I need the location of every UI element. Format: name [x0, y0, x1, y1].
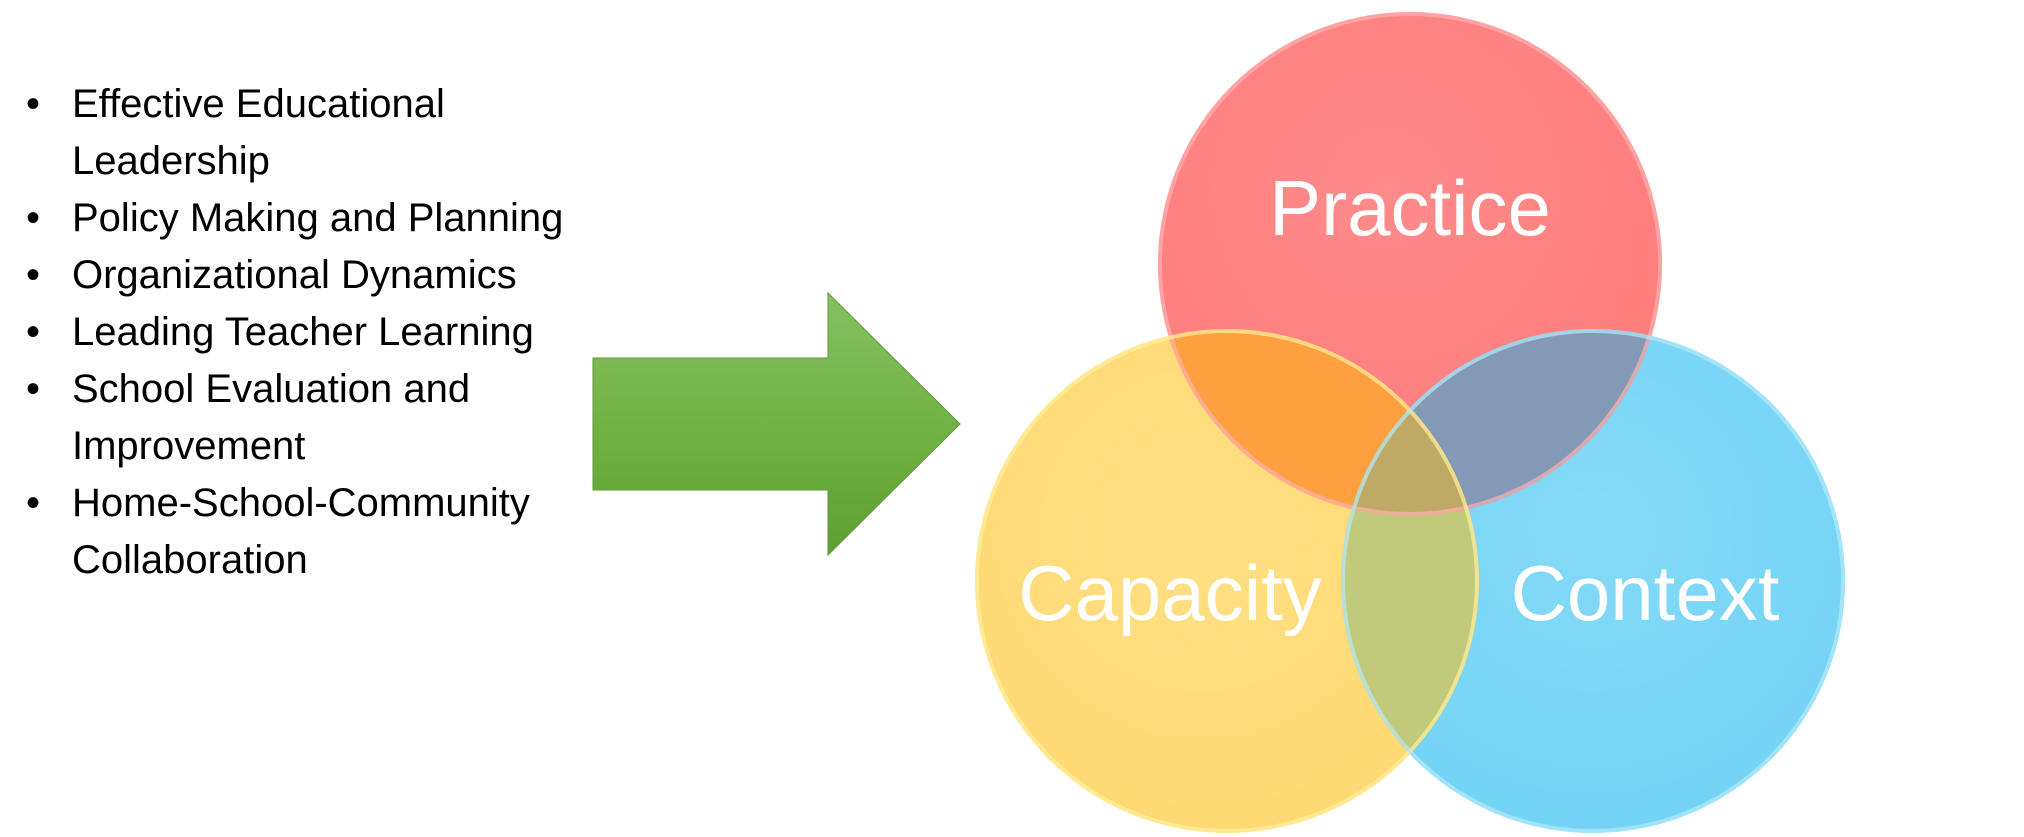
venn-overlap-practice-context [1341, 329, 1662, 516]
venn-overlap-practice-capacity [1158, 329, 1479, 516]
bullet-item: Effective Educational Leadership [26, 76, 586, 190]
venn-label-practice: Practice [1269, 164, 1551, 252]
bullet-item: Organizational Dynamics [26, 247, 586, 304]
bullet-list: Effective Educational Leadership Policy … [26, 76, 586, 589]
arrow-right-icon [592, 291, 961, 557]
bullet-item: School Evaluation and Improvement [26, 361, 586, 475]
bullet-item: Policy Making and Planning [26, 190, 586, 247]
venn-label-capacity: Capacity [1018, 549, 1321, 637]
venn-label-context: Context [1511, 549, 1780, 637]
bullet-item: Home-School-Community Collaboration [26, 475, 586, 589]
bullet-item: Leading Teacher Learning [26, 304, 586, 361]
